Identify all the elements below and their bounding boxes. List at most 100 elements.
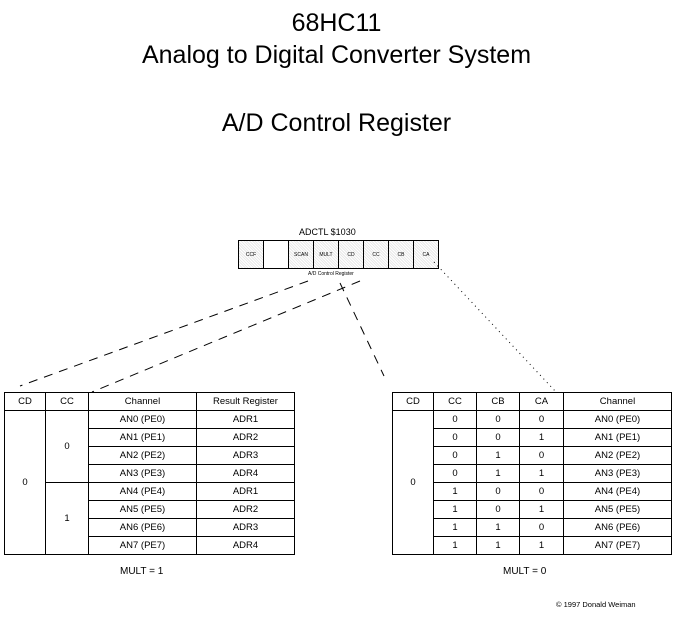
result-cell: ADR4 xyxy=(196,464,295,483)
header-channel: Channel xyxy=(88,392,197,411)
cc-cell: 0 xyxy=(433,410,477,429)
table-row: 1 0 1 AN5 (PE5) xyxy=(393,500,672,519)
channel-cell: AN0 (PE0) xyxy=(563,410,672,429)
channel-cell: AN3 (PE3) xyxy=(563,464,672,483)
cc-cell: 0 xyxy=(433,428,477,447)
channel-cell: AN4 (PE4) xyxy=(563,482,672,501)
cc-cell: 1 xyxy=(433,482,477,501)
result-cell: ADR3 xyxy=(196,518,295,537)
table-header-row: CD CC Channel Result Register xyxy=(4,392,295,411)
cd-value: 0 xyxy=(392,410,434,555)
copyright-notice: © 1997 Donald Weiman xyxy=(556,600,636,609)
system-title: Analog to Digital Converter System xyxy=(141,41,532,69)
cb-cell: 0 xyxy=(476,482,520,501)
table-row: 1 1 1 AN7 (PE7) xyxy=(393,536,672,555)
channel-cell: AN3 (PE3) xyxy=(88,464,197,483)
connector-line xyxy=(19,280,309,387)
channel-cell: AN2 (PE2) xyxy=(88,446,197,465)
cd-value: 0 xyxy=(4,410,46,555)
cb-cell: 0 xyxy=(476,410,520,429)
table-row: 0 0 AN0 (PE0) ADR1 xyxy=(4,410,295,555)
table-row: 0 0 1 AN1 (PE1) xyxy=(393,428,672,447)
result-cell: ADR1 xyxy=(196,410,295,429)
cb-cell: 1 xyxy=(476,464,520,483)
register-bit-unused xyxy=(264,241,289,268)
cc-value: 0 xyxy=(45,410,89,483)
header-cc: CC xyxy=(45,392,89,411)
table-row: 1 1 0 AN6 (PE6) xyxy=(393,518,672,537)
adctl-register: CCF SCAN MULT CD CC CB CA xyxy=(238,240,439,269)
chip-title: 68HC11 xyxy=(291,9,382,37)
register-bit-ccf: CCF xyxy=(239,241,264,268)
channel-cell: AN2 (PE2) xyxy=(563,446,672,465)
channel-cell: AN7 (PE7) xyxy=(563,536,672,555)
table-row: AN5 (PE5) ADR2 xyxy=(5,500,295,519)
register-bit-ca: CA xyxy=(414,241,438,268)
cb-cell: 1 xyxy=(476,446,520,465)
result-cell: ADR3 xyxy=(196,446,295,465)
header-result-register: Result Register xyxy=(196,392,295,411)
result-cell: ADR1 xyxy=(196,482,295,501)
register-bit-cd: CD xyxy=(339,241,364,268)
mult1-caption: MULT = 1 xyxy=(120,566,164,577)
channel-cell: AN5 (PE5) xyxy=(88,500,197,519)
register-caption: A/D Control Register xyxy=(308,271,354,277)
mult1-table: CD CC Channel Result Register 0 0 AN0 (P… xyxy=(4,392,295,555)
result-cell: ADR2 xyxy=(196,428,295,447)
register-name: ADCTL $1030 xyxy=(299,227,356,237)
ca-cell: 1 xyxy=(519,428,564,447)
channel-cell: AN4 (PE4) xyxy=(88,482,197,501)
table-row: 1 AN4 (PE4) ADR1 xyxy=(5,482,295,555)
header-cb: CB xyxy=(476,392,520,411)
cb-cell: 0 xyxy=(476,428,520,447)
table-header-row: CD CC CB CA Channel xyxy=(392,392,672,411)
channel-cell: AN7 (PE7) xyxy=(88,536,197,555)
table-row: AN6 (PE6) ADR3 xyxy=(5,518,295,537)
register-bit-cc: CC xyxy=(364,241,389,268)
table-row: AN1 (PE1) ADR2 xyxy=(5,428,295,447)
result-cell: ADR2 xyxy=(196,500,295,519)
ca-cell: 1 xyxy=(519,500,564,519)
channel-cell: AN1 (PE1) xyxy=(563,428,672,447)
cc-cell: 0 xyxy=(433,446,477,465)
cb-cell: 0 xyxy=(476,500,520,519)
mult0-table: CD CC CB CA Channel 0 0 0 0 AN0 (PE0) 0 … xyxy=(392,392,672,555)
connector-line xyxy=(339,282,385,377)
cc-cell: 0 xyxy=(433,464,477,483)
ca-cell: 0 xyxy=(519,410,564,429)
channel-cell: AN6 (PE6) xyxy=(88,518,197,537)
connector-line xyxy=(433,261,557,393)
table-row: 0 1 1 AN3 (PE3) xyxy=(393,464,672,483)
table-row: 0 0 0 0 AN0 (PE0) xyxy=(392,410,672,555)
cb-cell: 1 xyxy=(476,518,520,537)
channel-cell: AN5 (PE5) xyxy=(563,500,672,519)
cc-cell: 1 xyxy=(433,536,477,555)
header-cd: CD xyxy=(4,392,46,411)
register-title: A/D Control Register xyxy=(221,109,452,137)
header-channel: Channel xyxy=(563,392,672,411)
table-row: 1 0 0 AN4 (PE4) xyxy=(393,482,672,501)
register-bit-cb: CB xyxy=(389,241,414,268)
table-row: AN7 (PE7) ADR4 xyxy=(5,536,295,555)
channel-cell: AN1 (PE1) xyxy=(88,428,197,447)
cc-cell: 1 xyxy=(433,518,477,537)
cc-value: 1 xyxy=(45,482,89,555)
connector-line xyxy=(91,280,361,393)
ca-cell: 1 xyxy=(519,536,564,555)
register-bit-mult: MULT xyxy=(314,241,339,268)
cb-cell: 1 xyxy=(476,536,520,555)
channel-cell: AN0 (PE0) xyxy=(88,410,197,429)
ca-cell: 0 xyxy=(519,446,564,465)
ca-cell: 0 xyxy=(519,518,564,537)
header-cd: CD xyxy=(392,392,434,411)
register-bit-scan: SCAN xyxy=(289,241,314,268)
table-row: 0 1 0 AN2 (PE2) xyxy=(393,446,672,465)
ca-cell: 1 xyxy=(519,464,564,483)
mult0-caption: MULT = 0 xyxy=(503,566,547,577)
header-ca: CA xyxy=(519,392,564,411)
header-cc: CC xyxy=(433,392,477,411)
channel-cell: AN6 (PE6) xyxy=(563,518,672,537)
cc-cell: 1 xyxy=(433,500,477,519)
result-cell: ADR4 xyxy=(196,536,295,555)
